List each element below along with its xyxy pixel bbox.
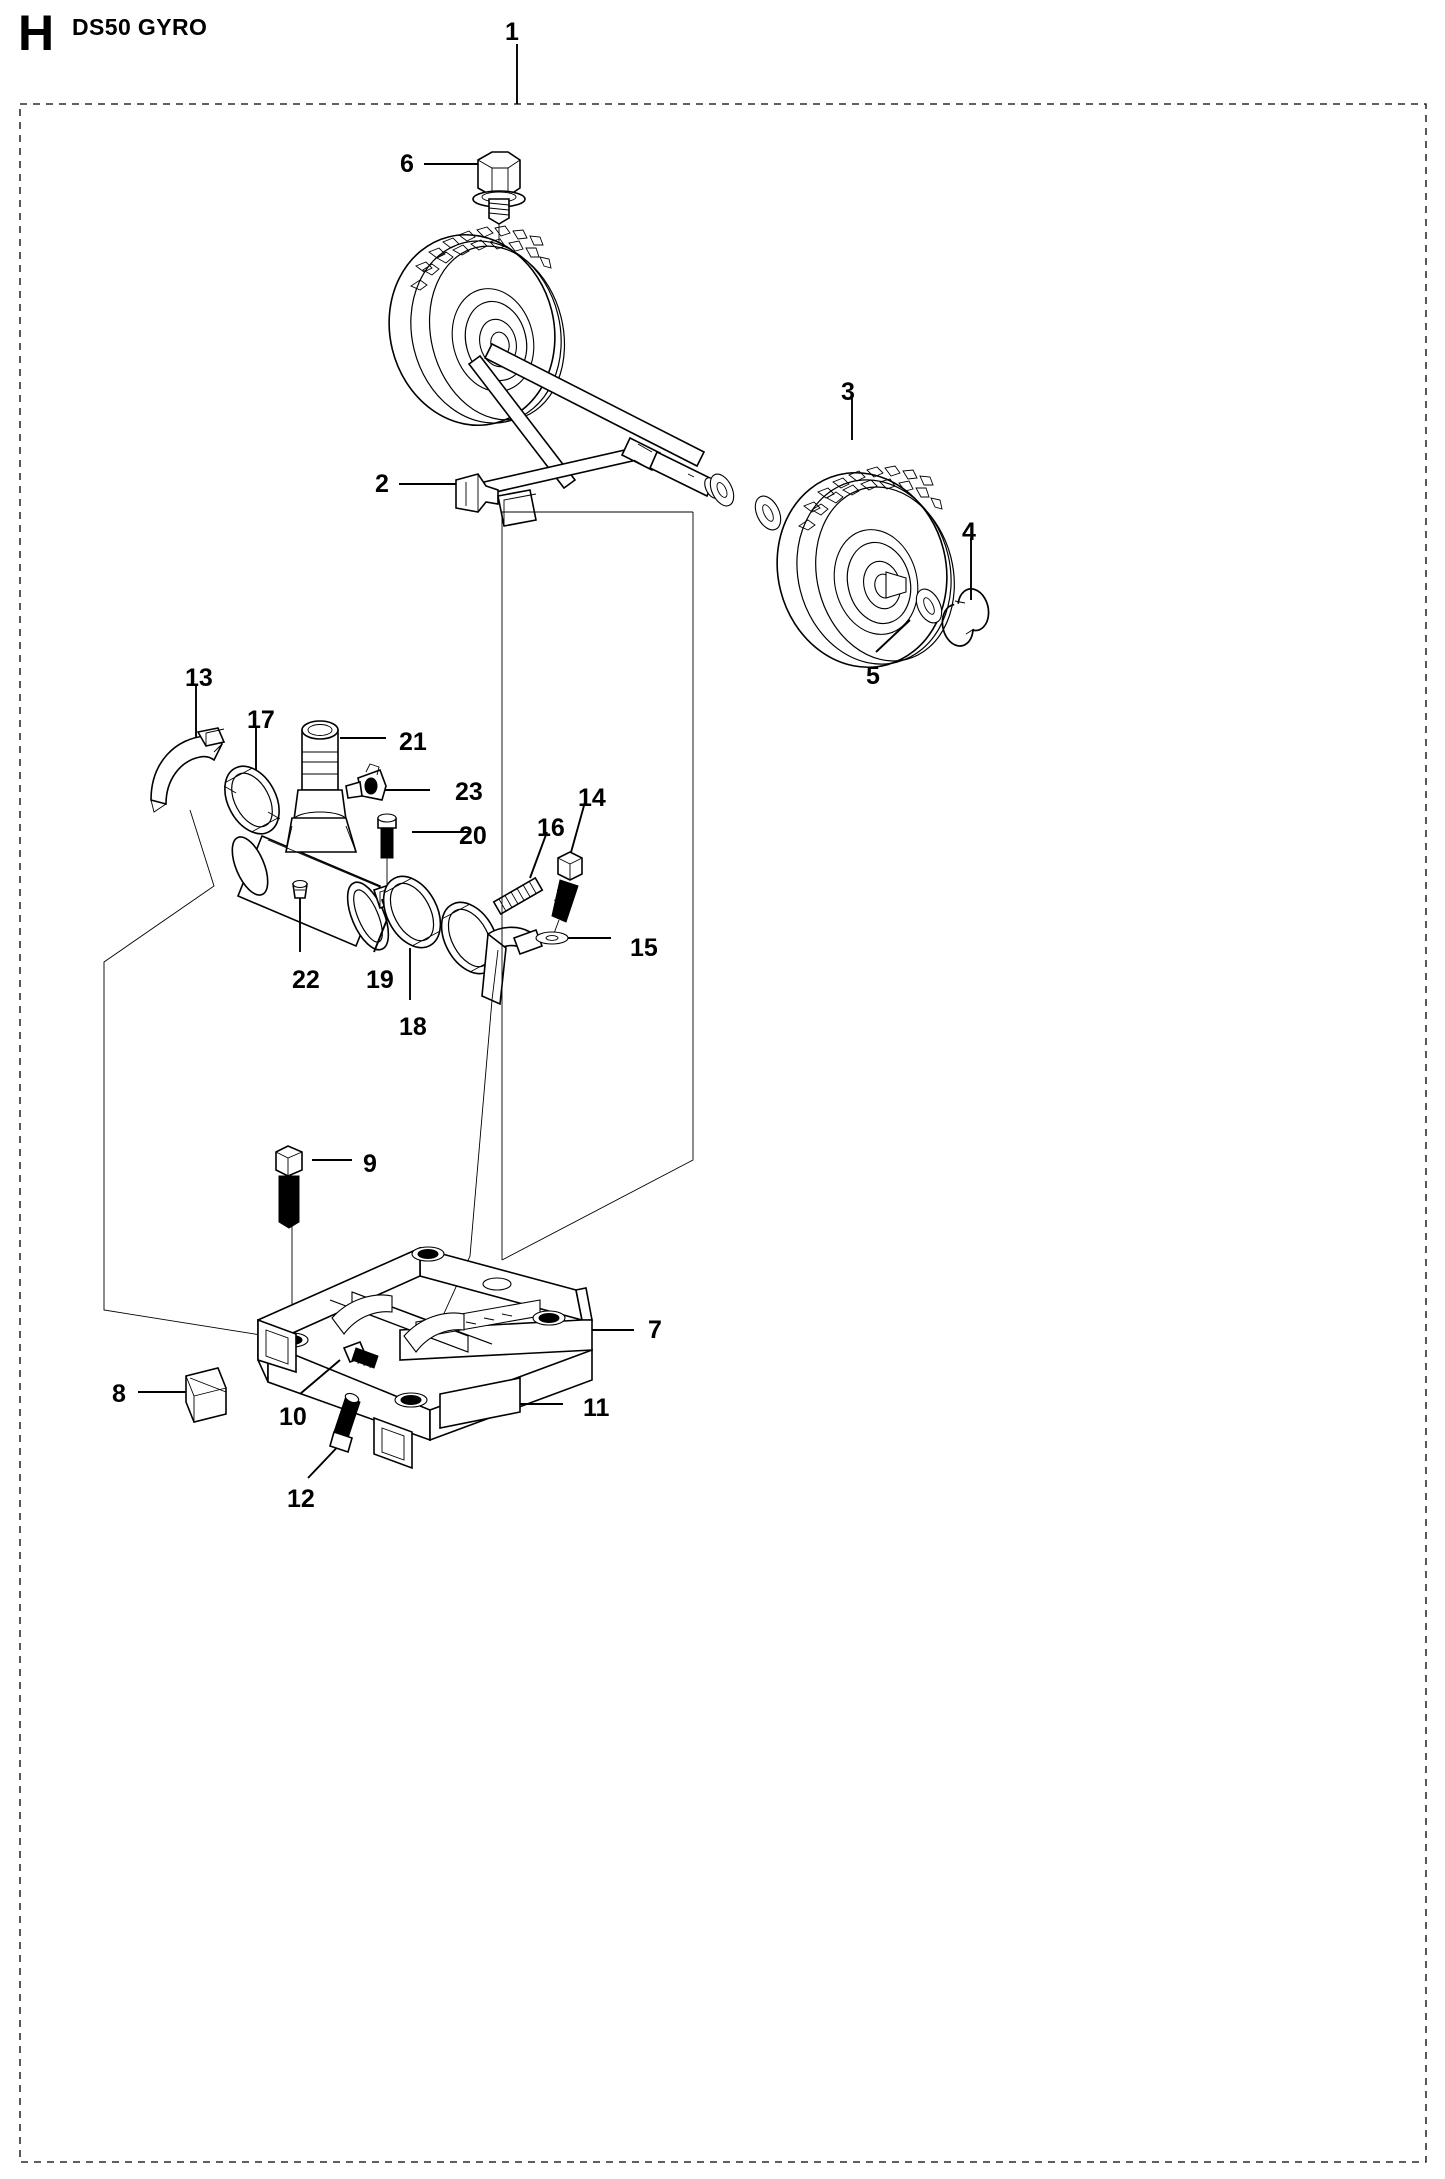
callout-12[interactable]: 12 [287, 1485, 315, 1513]
callout-5[interactable]: 5 [866, 662, 880, 690]
callout-2[interactable]: 2 [375, 470, 389, 498]
part-22-grease-nipple [292, 879, 308, 952]
part-14-hex-bolt-short [551, 801, 586, 937]
callout-15[interactable]: 15 [630, 934, 658, 962]
callout-3[interactable]: 3 [841, 378, 855, 406]
assembly-boundary [19, 44, 1427, 2163]
callout-20[interactable]: 20 [459, 822, 487, 850]
part-16-spring-pin [492, 831, 548, 916]
callout-19[interactable]: 19 [366, 966, 394, 994]
part-12-stud-bolt [307, 1392, 361, 1479]
part-9-hex-bolt-long [275, 1145, 352, 1229]
callout-7[interactable]: 7 [648, 1316, 662, 1344]
callout-10[interactable]: 10 [279, 1403, 307, 1431]
callout-11[interactable]: 11 [583, 1394, 610, 1422]
callout-21[interactable]: 21 [399, 728, 427, 756]
section-letter: H [18, 5, 54, 61]
callout-8[interactable]: 8 [112, 1380, 126, 1408]
part-5-washer [875, 588, 943, 653]
part-15-flat-washer [535, 931, 611, 945]
part-7-base-frame [256, 1246, 634, 1470]
page-title: DS50 GYRO [72, 14, 208, 40]
callout-4[interactable]: 4 [962, 518, 976, 546]
callout-13[interactable]: 13 [185, 664, 213, 692]
part-2-wheel-axle-frame [399, 342, 720, 527]
callout-16[interactable]: 16 [537, 814, 565, 842]
part-17-bearing-ring-upper [223, 726, 281, 835]
callout-17[interactable]: 17 [247, 706, 275, 734]
callout-9[interactable]: 9 [363, 1150, 377, 1178]
part-3-wheel-right [776, 398, 955, 669]
construction-lines [103, 511, 694, 1341]
part-11-label-plate [439, 1377, 563, 1429]
part-18-clamp-half-lower [382, 875, 544, 1006]
callout-18[interactable]: 18 [399, 1013, 427, 1041]
callout-22[interactable]: 22 [292, 966, 320, 994]
part-20-socket-screw [377, 813, 470, 918]
callout-1[interactable]: 1 [505, 18, 519, 46]
callout-14[interactable]: 14 [578, 784, 606, 812]
part-13-clamp-half-upper [150, 684, 226, 813]
part-4-retaining-clip [941, 538, 990, 647]
part-8-square-end-cap [138, 1367, 227, 1423]
part-10-set-screw [299, 1340, 379, 1395]
wheel-left [388, 225, 566, 427]
callout-6[interactable]: 6 [400, 150, 414, 178]
axle-washers [709, 473, 782, 531]
gyro-housing-body [231, 817, 400, 951]
callout-23[interactable]: 23 [455, 778, 483, 806]
part-23-locking-knob [345, 763, 430, 801]
